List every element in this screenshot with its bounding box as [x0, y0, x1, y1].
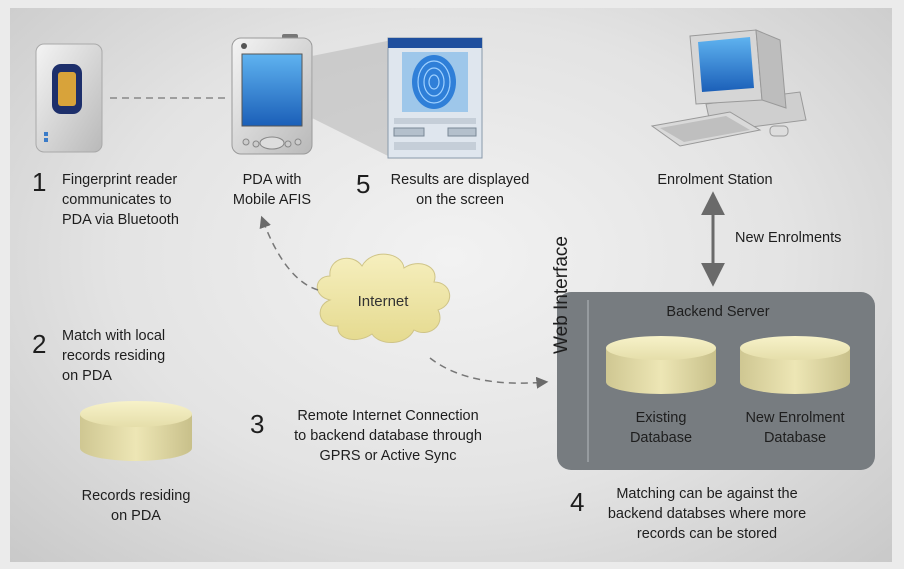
step-3-text-line-2: to backend database through — [294, 428, 482, 444]
desktop-computer-icon — [650, 29, 807, 147]
pda-icon — [231, 34, 313, 155]
step-1-text-line-3: PDA via Bluetooth — [62, 212, 179, 228]
step-2-text-line-3: on PDA — [62, 368, 112, 384]
database-icon — [80, 401, 192, 461]
web-interface-label: Web Interface — [551, 236, 572, 354]
backend-server-label: Backend Server — [666, 304, 770, 320]
pda-label-line-1: PDA with — [242, 172, 302, 188]
internet-to-pda-arrow — [259, 215, 319, 291]
pda-screen-zoom-icon — [387, 37, 483, 159]
existing-db-label-line-1: Existing — [635, 410, 687, 426]
step-2-number: 2 — [32, 329, 47, 359]
step-5-number: 5 — [356, 169, 371, 199]
database-icon — [606, 336, 716, 394]
step-1-number: 1 — [32, 167, 47, 197]
new-enrolment-db-label-line-2: Database — [763, 430, 827, 446]
step-4-text-line-2: backend databses where more — [607, 506, 807, 522]
step-1-text-line-2: communicates to — [62, 192, 172, 208]
database-icon — [740, 336, 850, 394]
step-3-number: 3 — [250, 409, 265, 439]
new-enrolments-label: New Enrolments — [735, 230, 842, 246]
local-records-label-line-2: on PDA — [111, 508, 161, 524]
existing-db-label-line-2: Database — [629, 430, 693, 446]
enrolment-station-label: Enrolment Station — [657, 172, 773, 188]
step-5-text-line-1: Results are displayed — [390, 172, 530, 188]
step-4-text-line-1: Matching can be against the — [616, 486, 798, 502]
step-4-text-line-3: records can be stored — [636, 526, 778, 542]
step-2-text-line-1: Match with local — [62, 328, 166, 344]
local-records-label-line-1: Records residing — [81, 488, 191, 504]
internet-label: Internet — [357, 293, 409, 310]
internet-to-server-arrow — [429, 357, 549, 389]
pda-label-line-2: Mobile AFIS — [232, 192, 312, 208]
fingerprint-reader-icon — [35, 43, 103, 153]
step-1-text-line-1: Fingerprint reader — [62, 172, 178, 188]
step-2-text-line-2: records residing — [62, 348, 166, 364]
step-3-text-line-3: GPRS or Active Sync — [319, 448, 457, 464]
zoom-wedge — [312, 40, 392, 158]
step-5-text-line-2: on the screen — [416, 192, 504, 208]
new-enrolment-db-label-line-1: New Enrolment — [745, 410, 845, 426]
step-4-number: 4 — [570, 487, 585, 517]
cloud-icon — [316, 253, 450, 343]
step-3-text-line-1: Remote Internet Connection — [297, 408, 479, 424]
